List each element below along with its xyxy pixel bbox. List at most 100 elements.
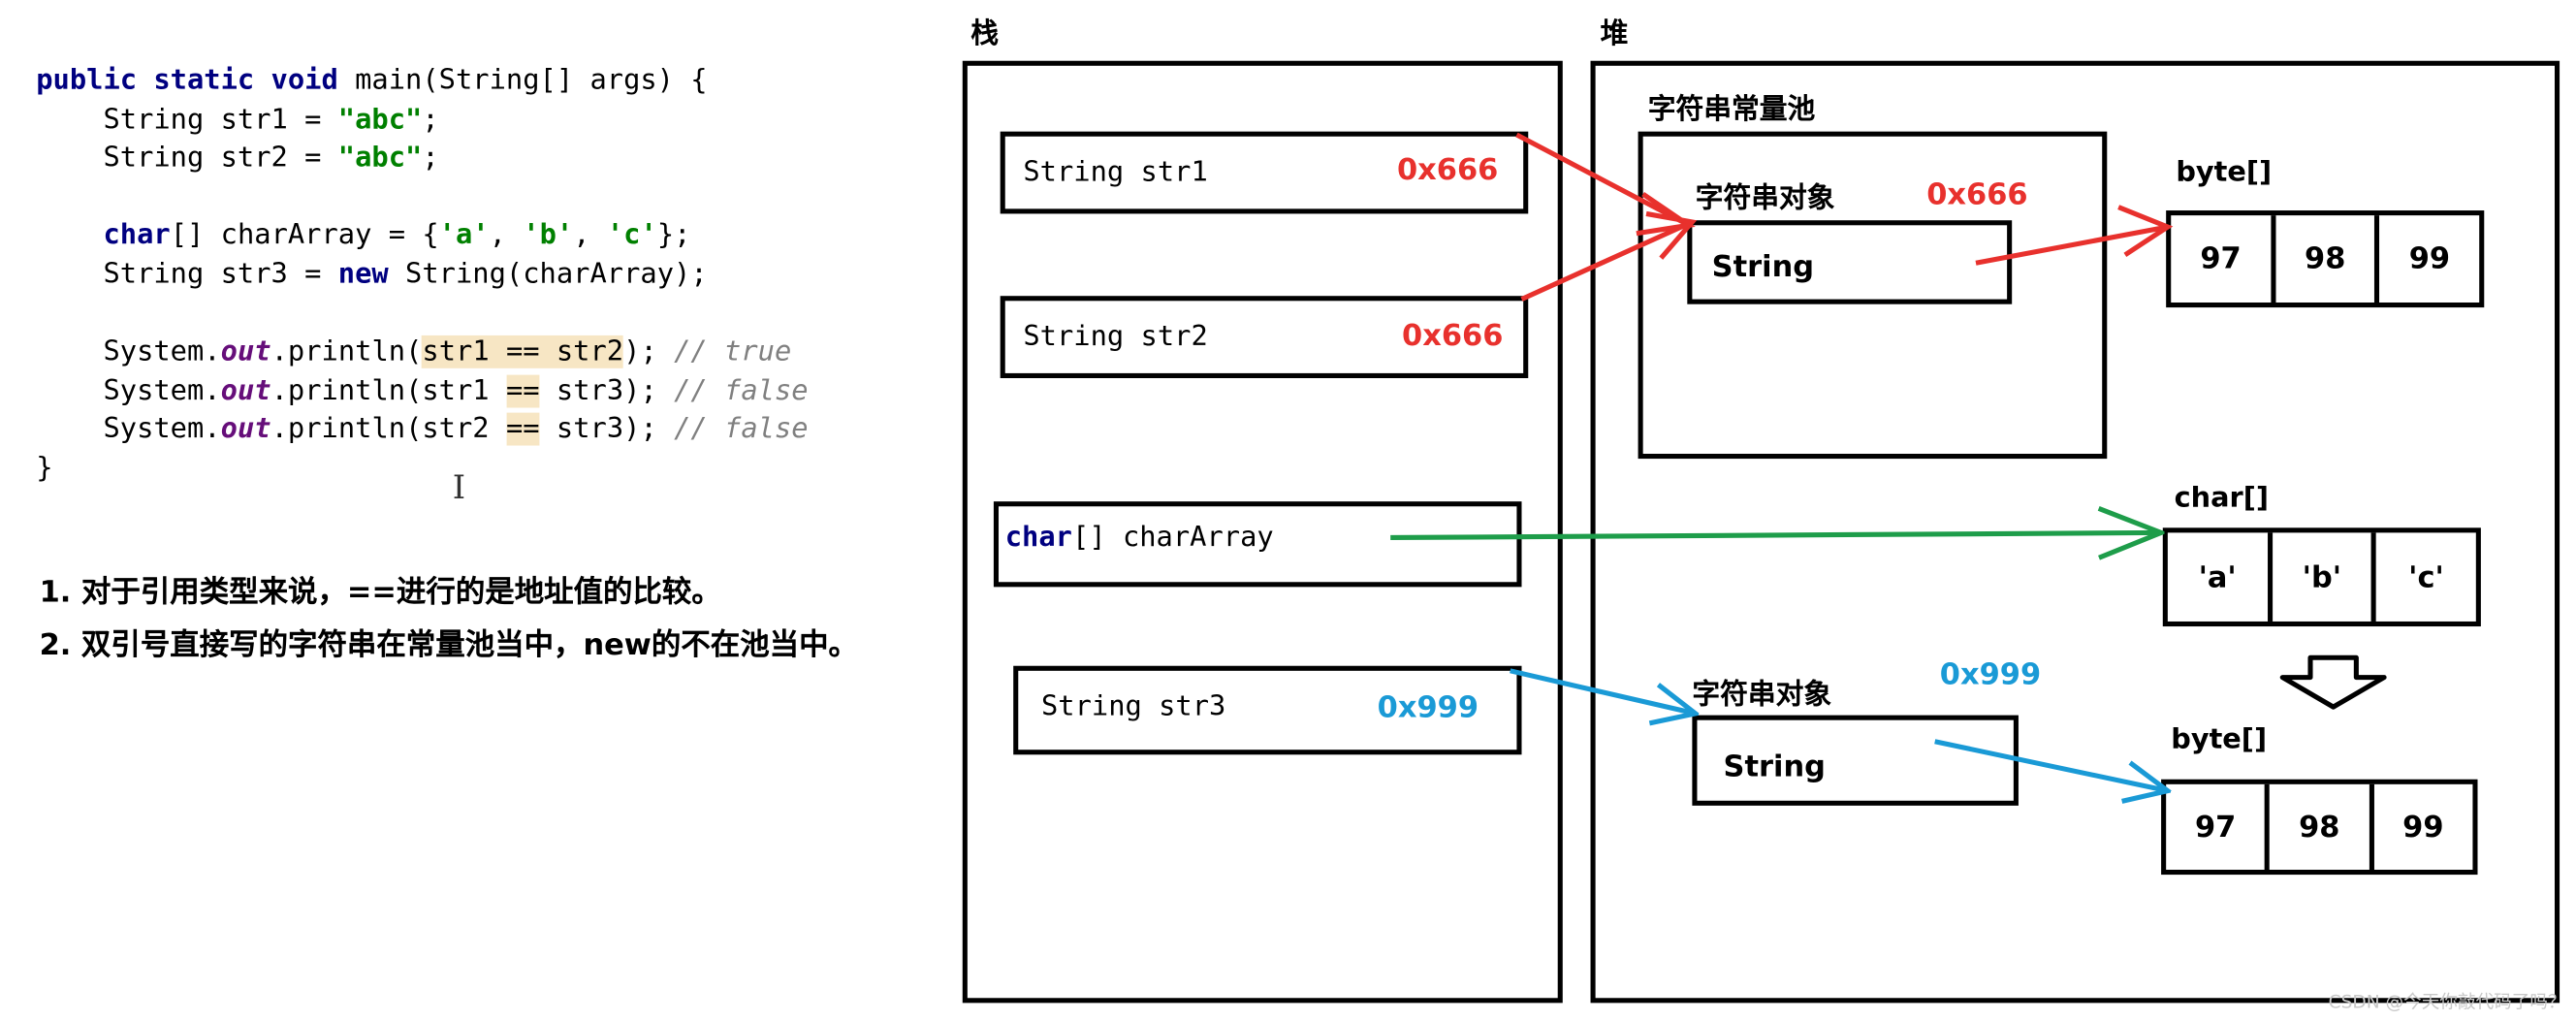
code-token: == <box>505 413 540 447</box>
char-keyword: char <box>1004 521 1073 555</box>
byte-array-1: 97 98 99 <box>2166 210 2485 308</box>
code-token: out <box>220 413 271 447</box>
byte-array-2: 97 98 99 <box>2161 779 2478 876</box>
code-token: String str1 = <box>36 103 338 137</box>
byte-array-1-cell: 97 <box>2200 241 2242 276</box>
arrow-str1-to-pool <box>1515 132 1691 228</box>
code-token: str3); <box>539 374 675 408</box>
code-token: str1 == str2 <box>422 335 624 369</box>
code-token: // false <box>674 413 809 447</box>
str2-declaration: String str2 <box>1023 320 1208 354</box>
code-token: String str2 = <box>36 142 338 175</box>
char-array-title: char[] <box>2174 481 2270 515</box>
code-token: String str3 = <box>36 258 338 292</box>
pooled-object-address: 0x666 <box>1926 177 2028 212</box>
code-line: char[] charArray = {'a', 'b', 'c'}; <box>36 217 808 256</box>
code-line: String str1 = "abc"; <box>36 101 808 140</box>
stack-var-str3 <box>1013 665 1522 755</box>
code-line: String str2 = "abc"; <box>36 140 808 178</box>
code-line: public static void main(String[] args) { <box>36 62 808 101</box>
code-token: }; <box>656 219 691 253</box>
byte-array-2-cell: 98 <box>2265 783 2369 870</box>
pooled-string-label: String <box>1711 249 1815 285</box>
code-token: str3); <box>539 413 675 447</box>
code-token: out <box>220 335 271 369</box>
arrow-str2-to-pool <box>1520 219 1694 302</box>
chararray-name: [] charArray <box>1072 521 1274 555</box>
str1-address: 0x666 <box>1396 152 1499 188</box>
code-token: == <box>505 374 540 408</box>
code-token: "abc" <box>337 142 423 175</box>
code-line: System.out.println(str2 == str3); // fal… <box>36 411 809 450</box>
code-token: ; <box>422 103 439 137</box>
code-token: , <box>573 219 607 253</box>
pooled-object-title: 字符串对象 <box>1695 182 1835 216</box>
watermark: CSDN @今天你敲代码了吗？ <box>2328 991 2566 1013</box>
pooled-string-object <box>1687 220 2013 304</box>
byte-array-2-cell: 97 <box>2194 810 2237 845</box>
code-token: main(String[] args) { <box>355 64 708 98</box>
new-string-object <box>1692 715 2019 806</box>
char-array: 'a' 'b' 'c' <box>2162 527 2481 627</box>
code-token: out <box>220 374 271 408</box>
note-1: 1. 对于引用类型来说，==进行的是地址值的比较。 <box>39 575 721 611</box>
down-arrow-icon <box>2279 654 2387 710</box>
code-token: System. <box>36 413 221 447</box>
char-array-cell: 'a' <box>2198 559 2237 594</box>
code-token: ); <box>623 335 675 369</box>
stack-var-str1 <box>1000 131 1529 214</box>
code-token: 'a' <box>438 219 490 253</box>
new-object-address: 0x999 <box>1939 657 2042 692</box>
code-token: System. <box>36 374 221 408</box>
heap-title: 堆 <box>1600 17 1629 51</box>
text-cursor: I <box>452 466 466 507</box>
arrowhead-str2 <box>1645 210 1698 260</box>
code-token: new <box>337 258 406 292</box>
code-token: // true <box>674 335 792 369</box>
code-token: } <box>36 452 53 486</box>
stack-var-chararray <box>993 501 1522 588</box>
code-token: String(charArray); <box>405 258 708 292</box>
code-token: .println(str1 <box>270 374 506 408</box>
code-line: } <box>36 451 808 490</box>
arrow-str3-to-object <box>1510 668 1696 714</box>
byte-array-1-cell: 99 <box>2374 215 2480 303</box>
code-token: public static void <box>36 64 356 98</box>
char-array-cell: 'b' <box>2267 532 2371 622</box>
code-line: System.out.println(str1 == str2); // tru… <box>36 334 808 372</box>
stack-var-str2 <box>1000 296 1529 378</box>
string-pool-title: 字符串常量池 <box>1647 93 1816 127</box>
stack-title: 栈 <box>970 17 999 51</box>
chararray-declaration: char[] charArray <box>1005 522 1274 555</box>
str2-address: 0x666 <box>1402 318 1504 354</box>
note-2: 2. 双引号直接写的字符串在常量池当中，new的不在池当中。 <box>39 627 859 663</box>
new-string-label: String <box>1723 750 1826 784</box>
char-array-cell: 'c' <box>2371 532 2476 622</box>
str3-declaration: String str3 <box>1040 690 1226 724</box>
byte-array-2-cell: 99 <box>2369 783 2472 870</box>
byte-array-1-title: byte[] <box>2176 156 2273 189</box>
code-token: // false <box>674 374 809 408</box>
code-token: [] charArray = { <box>170 219 439 253</box>
code-token: System. <box>36 335 221 369</box>
code-token: .println(str2 <box>270 413 506 447</box>
code-token: char <box>36 219 171 253</box>
code-token: "abc" <box>337 103 423 137</box>
arrow-object-to-bytes <box>1934 739 2168 791</box>
code-token: ; <box>422 142 439 175</box>
code-token: 'c' <box>606 219 657 253</box>
str1-declaration: String str1 <box>1023 156 1208 189</box>
arrow-pool-to-bytes <box>1975 224 2169 266</box>
code-line: System.out.println(str1 == str3); // fal… <box>36 372 809 411</box>
code-token: 'b' <box>523 219 574 253</box>
code-line: String str3 = new String(charArray); <box>36 256 808 295</box>
code-token: .println( <box>270 335 423 369</box>
arrowhead-pool-bytes <box>2117 205 2174 257</box>
arrow-chararray-to-chars <box>1390 532 2161 537</box>
new-object-title: 字符串对象 <box>1692 679 1832 713</box>
byte-array-2-title: byte[] <box>2171 723 2268 756</box>
code-listing: public static void main(String[] args) {… <box>36 62 808 489</box>
byte-array-1-cell: 98 <box>2270 215 2375 303</box>
